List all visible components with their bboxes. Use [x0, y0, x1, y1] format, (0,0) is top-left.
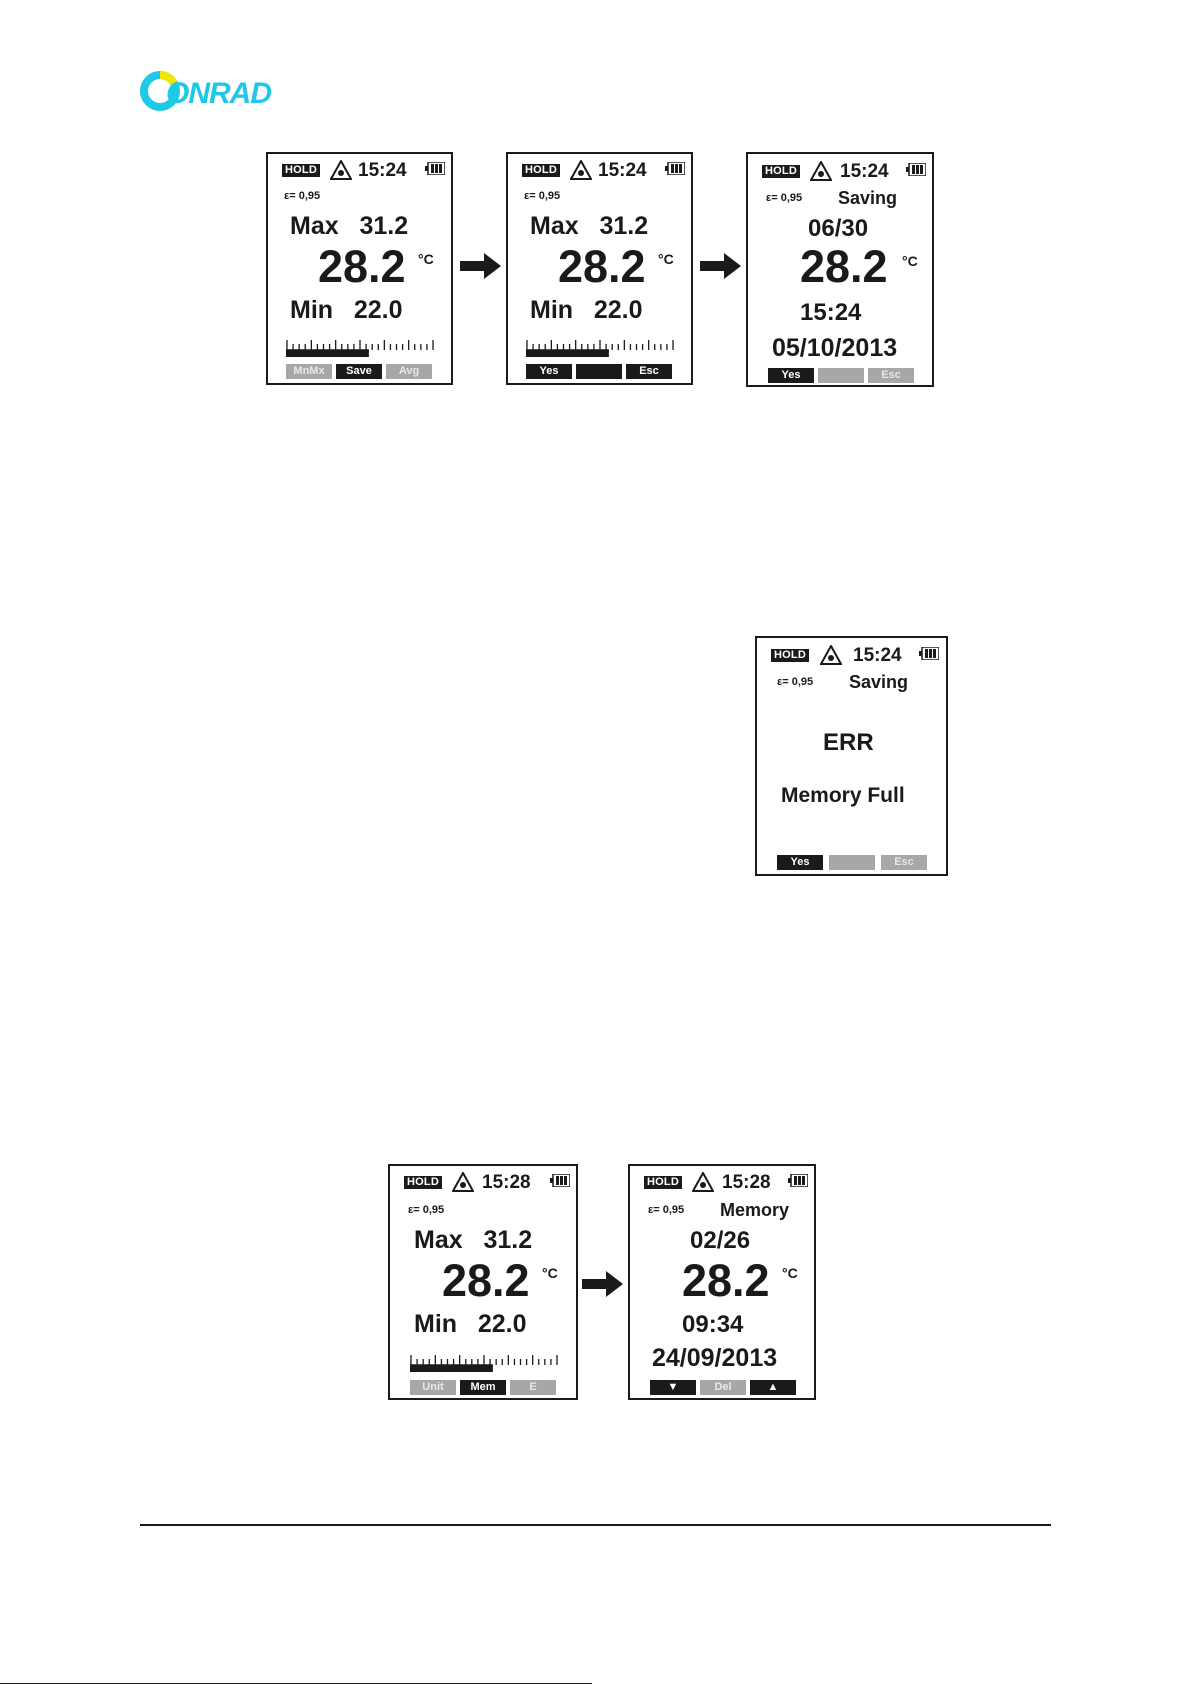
status-label: Saving [838, 188, 898, 208]
hold-indicator: HOLD [522, 164, 560, 177]
softkey-blank [829, 855, 875, 870]
temperature-reading: 28.2 [442, 1255, 530, 1306]
max-reading: Max 31.2 [414, 1226, 533, 1254]
display-screen-5: HOLD 15:28 ε= 0,95 Max 31.2 28.2 °C Min … [388, 1164, 578, 1400]
battery-icon [425, 162, 445, 175]
laser-warning-icon [692, 1172, 714, 1192]
temperature-unit: °C [542, 1265, 558, 1281]
min-reading: Min 22.0 [530, 296, 643, 324]
temperature-reading: 28.2 [558, 241, 646, 292]
bar-graph [526, 340, 674, 357]
status-label: Memory [720, 1200, 790, 1220]
emissivity-value: ε= 0,95 [766, 192, 803, 204]
softkey-avg: Avg [386, 364, 432, 379]
bottom-rule [0, 1683, 592, 1684]
temperature-unit: °C [902, 253, 918, 269]
softkey-mnmx: MnMx [286, 364, 332, 379]
clock-time: 15:24 [840, 161, 889, 182]
display-screen-3: HOLD 15:24 ε= 0,95 Saving 06/30 28.2 °C … [746, 152, 934, 387]
softkey-esc: Esc [626, 364, 672, 379]
temperature-unit: °C [658, 251, 674, 267]
battery-icon [550, 1174, 570, 1187]
saved-time: 15:24 [800, 299, 862, 326]
laser-warning-icon [810, 161, 832, 181]
battery-icon [906, 163, 926, 176]
clock-time: 15:24 [598, 160, 647, 181]
status-label: Saving [849, 672, 909, 692]
memory-index: 02/26 [690, 1227, 751, 1254]
display-screen-1: HOLD 15:24 ε= 0,95 Max 31.2 28.2 °C Min … [266, 152, 453, 385]
temperature-reading: 28.2 [800, 241, 888, 292]
bar-fill [526, 350, 609, 357]
bar-fill [410, 1365, 493, 1372]
emissivity-value: ε= 0,95 [408, 1204, 445, 1216]
error-code: ERR [823, 729, 874, 756]
softkey-save: Save [336, 364, 382, 379]
min-reading: Min 22.0 [290, 296, 403, 324]
arrow-right-icon [700, 253, 741, 279]
hold-indicator: HOLD [771, 649, 809, 662]
saved-date: 05/10/2013 [772, 334, 898, 362]
emissivity-value: ε= 0,95 [524, 190, 561, 202]
saved-time: 09:34 [682, 1311, 744, 1338]
softkey-mem: Mem [460, 1380, 506, 1395]
svg-text:ONRAD: ONRAD [166, 77, 271, 110]
arrow-right-icon [460, 253, 501, 279]
arrow-right-icon [582, 1271, 623, 1297]
clock-time: 15:28 [722, 1172, 771, 1193]
softkey-e: E [510, 1380, 556, 1395]
softkey-del: Del [700, 1380, 746, 1395]
softkey-unit: Unit [410, 1380, 456, 1395]
laser-warning-icon [820, 645, 842, 665]
softkey-esc: Esc [868, 368, 914, 383]
hold-indicator: HOLD [644, 1176, 682, 1189]
display-screen-4: HOLD 15:24 ε= 0,95 Saving ERR Memory Ful… [755, 636, 948, 876]
footer-rule [140, 1524, 1051, 1526]
bar-graph [286, 340, 434, 357]
softkey-up: ▲ [750, 1380, 796, 1395]
emissivity-value: ε= 0,95 [777, 676, 814, 688]
emissivity-value: ε= 0,95 [648, 1204, 685, 1216]
min-reading: Min 22.0 [414, 1310, 527, 1338]
memory-index: 06/30 [808, 215, 869, 242]
display-screen-6: HOLD 15:28 ε= 0,95 Memory 02/26 28.2 °C … [628, 1164, 816, 1400]
softkey-yes: Yes [526, 364, 572, 379]
bar-graph [410, 1355, 558, 1372]
saved-date: 24/09/2013 [652, 1344, 778, 1372]
hold-indicator: HOLD [282, 164, 320, 177]
temperature-reading: 28.2 [318, 241, 406, 292]
softkey-blank [818, 368, 864, 383]
softkey-blank [576, 364, 622, 379]
softkey-yes: Yes [777, 855, 823, 870]
battery-icon [788, 1174, 808, 1187]
max-reading: Max 31.2 [290, 212, 409, 240]
hold-indicator: HOLD [404, 1176, 442, 1189]
softkey-esc: Esc [881, 855, 927, 870]
emissivity-value: ε= 0,95 [284, 190, 321, 202]
conrad-logo: ONRAD [140, 70, 272, 111]
battery-icon [665, 162, 685, 175]
laser-warning-icon [452, 1172, 474, 1192]
laser-warning-icon [330, 160, 352, 180]
softkey-down: ▼ [650, 1380, 696, 1395]
softkey-yes: Yes [768, 368, 814, 383]
hold-indicator: HOLD [762, 165, 800, 178]
clock-time: 15:24 [853, 645, 902, 666]
clock-time: 15:28 [482, 1172, 531, 1193]
bar-fill [286, 350, 369, 357]
temperature-unit: °C [782, 1265, 798, 1281]
display-screen-2: HOLD 15:24 ε= 0,95 Max 31.2 28.2 °C Min … [506, 152, 693, 385]
temperature-unit: °C [418, 251, 434, 267]
max-reading: Max 31.2 [530, 212, 649, 240]
laser-warning-icon [570, 160, 592, 180]
battery-icon [919, 647, 939, 660]
error-message: Memory Full [781, 784, 905, 807]
temperature-reading: 28.2 [682, 1255, 770, 1306]
clock-time: 15:24 [358, 160, 407, 181]
